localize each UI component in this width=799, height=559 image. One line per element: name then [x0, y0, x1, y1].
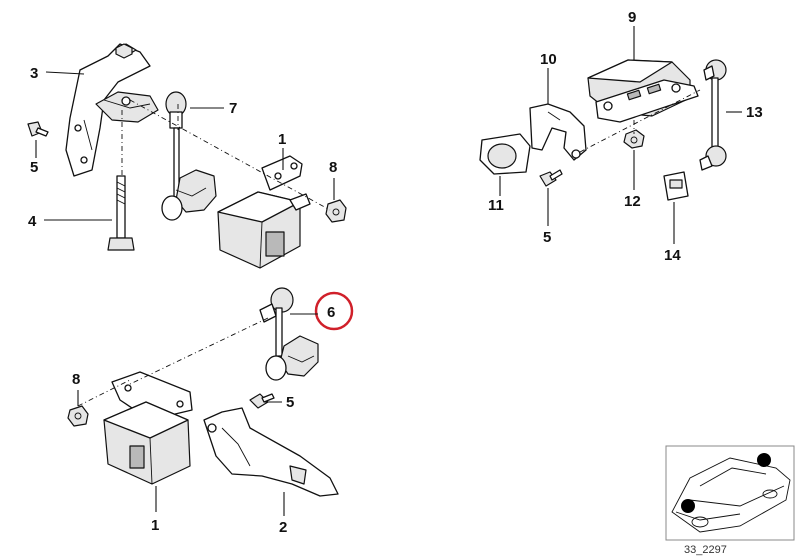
callout-9: 9: [628, 9, 636, 26]
callout-12: 12: [624, 193, 641, 210]
sensor-part-9: [587, 59, 699, 123]
screw-part-5-left: [27, 121, 49, 137]
diagram-code: 33_2297: [684, 544, 727, 556]
callout-7: 7: [229, 100, 237, 117]
bracket-part-3: [65, 43, 159, 177]
nut-on-bracket: [115, 43, 133, 106]
bracket-part-10: [529, 103, 587, 161]
callout-5-right: 5: [543, 229, 551, 246]
marker-dot-front: [681, 499, 695, 513]
nut-part-8-bottom: [67, 405, 89, 427]
dash-line: [129, 99, 331, 211]
car-location-inset: [665, 445, 795, 541]
callout-6: 6: [327, 304, 335, 321]
dash-line: [77, 379, 131, 407]
link-rod-part-6: [259, 287, 319, 381]
callout-10: 10: [540, 51, 557, 68]
callout-1-top: 1: [278, 131, 286, 148]
sensor-part-1-bottom: [103, 371, 193, 485]
callout-1-bottom: 1: [151, 517, 159, 534]
screw-part-5-right: [539, 169, 563, 187]
callout-13: 13: [746, 104, 763, 121]
callout-8-top: 8: [329, 159, 337, 176]
leader-line: [45, 71, 85, 75]
mount-part-11: [479, 133, 531, 175]
dash-line: [579, 89, 701, 153]
callout-3: 3: [30, 65, 38, 82]
callout-8-bottom: 8: [72, 371, 80, 388]
dash-line: [125, 317, 269, 387]
bracket-part-2: [203, 407, 339, 497]
callout-4: 4: [28, 213, 37, 230]
clip-part-14: [663, 171, 689, 201]
callout-5-left: 5: [30, 159, 38, 176]
link-rod-part-7: [161, 91, 217, 221]
highlight-ring-6: [314, 291, 354, 331]
callout-14: 14: [664, 247, 681, 264]
nut-part-8-top: [325, 199, 347, 223]
link-rod-part-13: [699, 59, 727, 171]
screw-part-5-bottom: [249, 393, 275, 409]
marker-dot-rear: [757, 453, 771, 467]
sensor-part-1-top: [217, 155, 311, 269]
callout-2: 2: [279, 519, 287, 536]
car-outline: [671, 457, 791, 533]
nut-part-12: [623, 129, 645, 149]
bolt-part-4: [107, 175, 135, 251]
callout-5-bottom: 5: [286, 394, 294, 411]
callout-11: 11: [488, 197, 504, 214]
